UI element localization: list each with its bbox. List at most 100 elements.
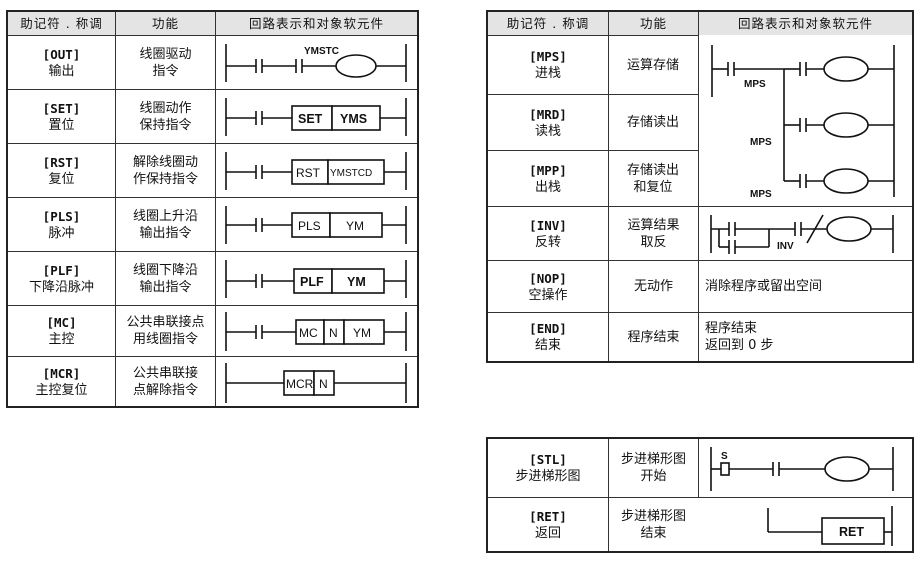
table-row: [PLS]脉冲 线圈上升沿输出指令 PLS YM bbox=[8, 197, 417, 251]
device-label: YMSTCD bbox=[330, 168, 372, 179]
function-line: 线圈动作 bbox=[139, 100, 192, 116]
left-table-header: 助记符 . 称调 功能 回路表示和对象软元件 bbox=[8, 12, 417, 35]
instruction-name: 读栈 bbox=[534, 123, 561, 139]
instruction-name: 主控复位 bbox=[35, 382, 88, 398]
nesting-label: N bbox=[329, 326, 338, 340]
mnemonic-cell: [RST]复位 bbox=[8, 144, 115, 197]
ladder-diagram-stack: MPS MPS MPS bbox=[711, 45, 895, 200]
function-line: 解除线圈动 bbox=[132, 154, 198, 170]
header-mnemonic: 助记符 . 称调 bbox=[20, 16, 103, 31]
mnemonic-cell: [MCR]主控复位 bbox=[8, 357, 115, 406]
mrd-label: MPS bbox=[750, 137, 772, 148]
instruction-label: PLS bbox=[298, 219, 321, 233]
mpp-label: MPS bbox=[750, 189, 772, 200]
ladder-diagram-rst: RST YMSTCD bbox=[225, 152, 407, 190]
mnemonic-cell: [MRD]读栈 bbox=[488, 95, 608, 150]
mnemonic-cell: [END]结束 bbox=[488, 313, 608, 361]
function-cell: 运算结果取反 bbox=[608, 207, 698, 260]
function-cell: 公共串联接点用线圈指令 bbox=[115, 306, 215, 356]
header-function: 功能 bbox=[115, 12, 215, 35]
ladder-diagram-mc: MC N YM bbox=[225, 312, 407, 351]
function-line: 结束 bbox=[640, 525, 667, 541]
function-cell: 解除线圈动作保持指令 bbox=[115, 144, 215, 197]
table-row: [MCR]主控复位 公共串联接点解除指令 MCR N bbox=[8, 356, 417, 406]
circuit-cell: PLF YM bbox=[215, 252, 417, 305]
ladder-diagram-ret: RET bbox=[767, 506, 893, 546]
ladder-diagram-pls: PLS YM bbox=[225, 206, 407, 244]
ladder-diagram-stl: S bbox=[710, 447, 894, 491]
instruction-label: RST bbox=[296, 166, 321, 180]
table-row: [PLF]下降沿脉冲 线圈下降沿输出指令 PLF YM bbox=[8, 251, 417, 305]
mnemonic: [STL] bbox=[529, 452, 567, 467]
function-cell: 线圈下降沿输出指令 bbox=[115, 252, 215, 305]
function-cell: 线圈驱动指令 bbox=[115, 36, 215, 89]
instruction-name: 主控 bbox=[48, 332, 75, 347]
stl-instruction-table: [STL]步进梯形图 步进梯形图开始 S [RET]返回 步进梯形图结束 bbox=[486, 437, 914, 553]
function-cell: 运算存储 bbox=[608, 36, 698, 94]
function-line: 输出指令 bbox=[139, 225, 192, 241]
table-row: [NOP]空操作 无动作 消除程序或留出空间 bbox=[488, 260, 912, 312]
instruction-name: 空操作 bbox=[528, 287, 568, 303]
function-line: 保持指令 bbox=[139, 117, 192, 133]
instruction-label: SET bbox=[298, 112, 323, 126]
function-line: 公共串联接 bbox=[132, 365, 198, 381]
right-table-header: 助记符 . 称调 功能 回路表示和对象软元件 bbox=[488, 12, 912, 35]
device-label: YMS bbox=[340, 112, 367, 126]
mnemonic: [MRD] bbox=[529, 106, 567, 122]
header-circuit: 回路表示和对象软元件 bbox=[698, 12, 912, 35]
instruction-label: MCR bbox=[286, 377, 314, 391]
function-cell: 步进梯形图开始 bbox=[608, 439, 698, 497]
function-line: 运算存储 bbox=[626, 57, 679, 73]
instruction-name: 置位 bbox=[48, 117, 75, 133]
function-line: 步进梯形图 bbox=[620, 508, 686, 524]
table-row: [MC] 主控 公共串联接点用线圈指令 MC N YM bbox=[8, 305, 417, 356]
function-cell: 公共串联接点解除指令 bbox=[115, 357, 215, 406]
instruction-name: 反转 bbox=[534, 234, 561, 250]
header-mnemonic: 助记符 . 称调 bbox=[506, 16, 590, 31]
circuit-cell: YMSTC bbox=[215, 36, 417, 89]
function-cell: 存储读出和复位 bbox=[608, 151, 698, 206]
circuit-cell: RET bbox=[698, 498, 912, 551]
function-line: 无动作 bbox=[633, 279, 673, 294]
table-row: [RST]复位 解除线圈动作保持指令 RST YMSTCD bbox=[8, 143, 417, 197]
circuit-cell: MC N YM bbox=[215, 306, 417, 356]
column-divider bbox=[608, 35, 609, 206]
table-row: [SET]置位 线圈动作保持指令 SET YMS bbox=[8, 89, 417, 143]
function-line: 程序结束 bbox=[627, 329, 680, 345]
mnemonic: [RST] bbox=[42, 154, 81, 170]
mnemonic: [INV] bbox=[529, 217, 567, 233]
circuit-cell: INV bbox=[698, 207, 912, 260]
circuit-cell: PLS YM bbox=[215, 198, 417, 251]
instruction-name: 脉冲 bbox=[48, 225, 75, 241]
column-divider bbox=[698, 35, 699, 206]
function-line: 作保持指令 bbox=[132, 171, 198, 187]
description-line: 返回到 0 步 bbox=[705, 338, 774, 353]
function-line: 输出指令 bbox=[139, 279, 192, 295]
function-line: 公共串联接点 bbox=[126, 315, 205, 330]
mnemonic-cell: [RET]返回 bbox=[488, 498, 608, 551]
ladder-diagram-set: SET YMS bbox=[225, 98, 407, 136]
function-cell: 步进梯形图结束 bbox=[608, 498, 698, 551]
circuit-cell: MCR N bbox=[215, 357, 417, 406]
mps-label: MPS bbox=[744, 79, 766, 90]
table-row: [RET]返回 步进梯形图结束 RET bbox=[488, 497, 912, 551]
left-instruction-table: 助记符 . 称调 功能 回路表示和对象软元件 [OUT]输出 线圈驱动指令 YM… bbox=[6, 10, 419, 408]
function-line: 运算结果 bbox=[627, 217, 680, 233]
mnemonic: [MPP] bbox=[529, 162, 567, 178]
ret-label: RET bbox=[839, 525, 864, 539]
function-line: 线圈下降沿 bbox=[132, 262, 198, 278]
function-line: 存储读出 bbox=[626, 115, 679, 130]
inv-label: INV bbox=[777, 241, 794, 252]
mnemonic-cell: [MC] 主控 bbox=[8, 306, 115, 356]
description-cell: 程序结束返回到 0 步 bbox=[698, 313, 912, 361]
function-line: 指令 bbox=[152, 63, 179, 79]
description-line: 程序结束 bbox=[705, 321, 758, 336]
mnemonic-cell: [STL]步进梯形图 bbox=[488, 439, 608, 497]
table-row: [END]结束 程序结束 程序结束返回到 0 步 bbox=[488, 312, 912, 361]
mnemonic-cell: [PLF]下降沿脉冲 bbox=[8, 252, 115, 305]
mnemonic: [RET] bbox=[529, 508, 567, 524]
mnemonic: [MC] bbox=[46, 315, 77, 330]
mnemonic: [MPS] bbox=[529, 49, 567, 64]
instruction-name: 结束 bbox=[534, 338, 561, 353]
nesting-label: N bbox=[319, 377, 328, 391]
